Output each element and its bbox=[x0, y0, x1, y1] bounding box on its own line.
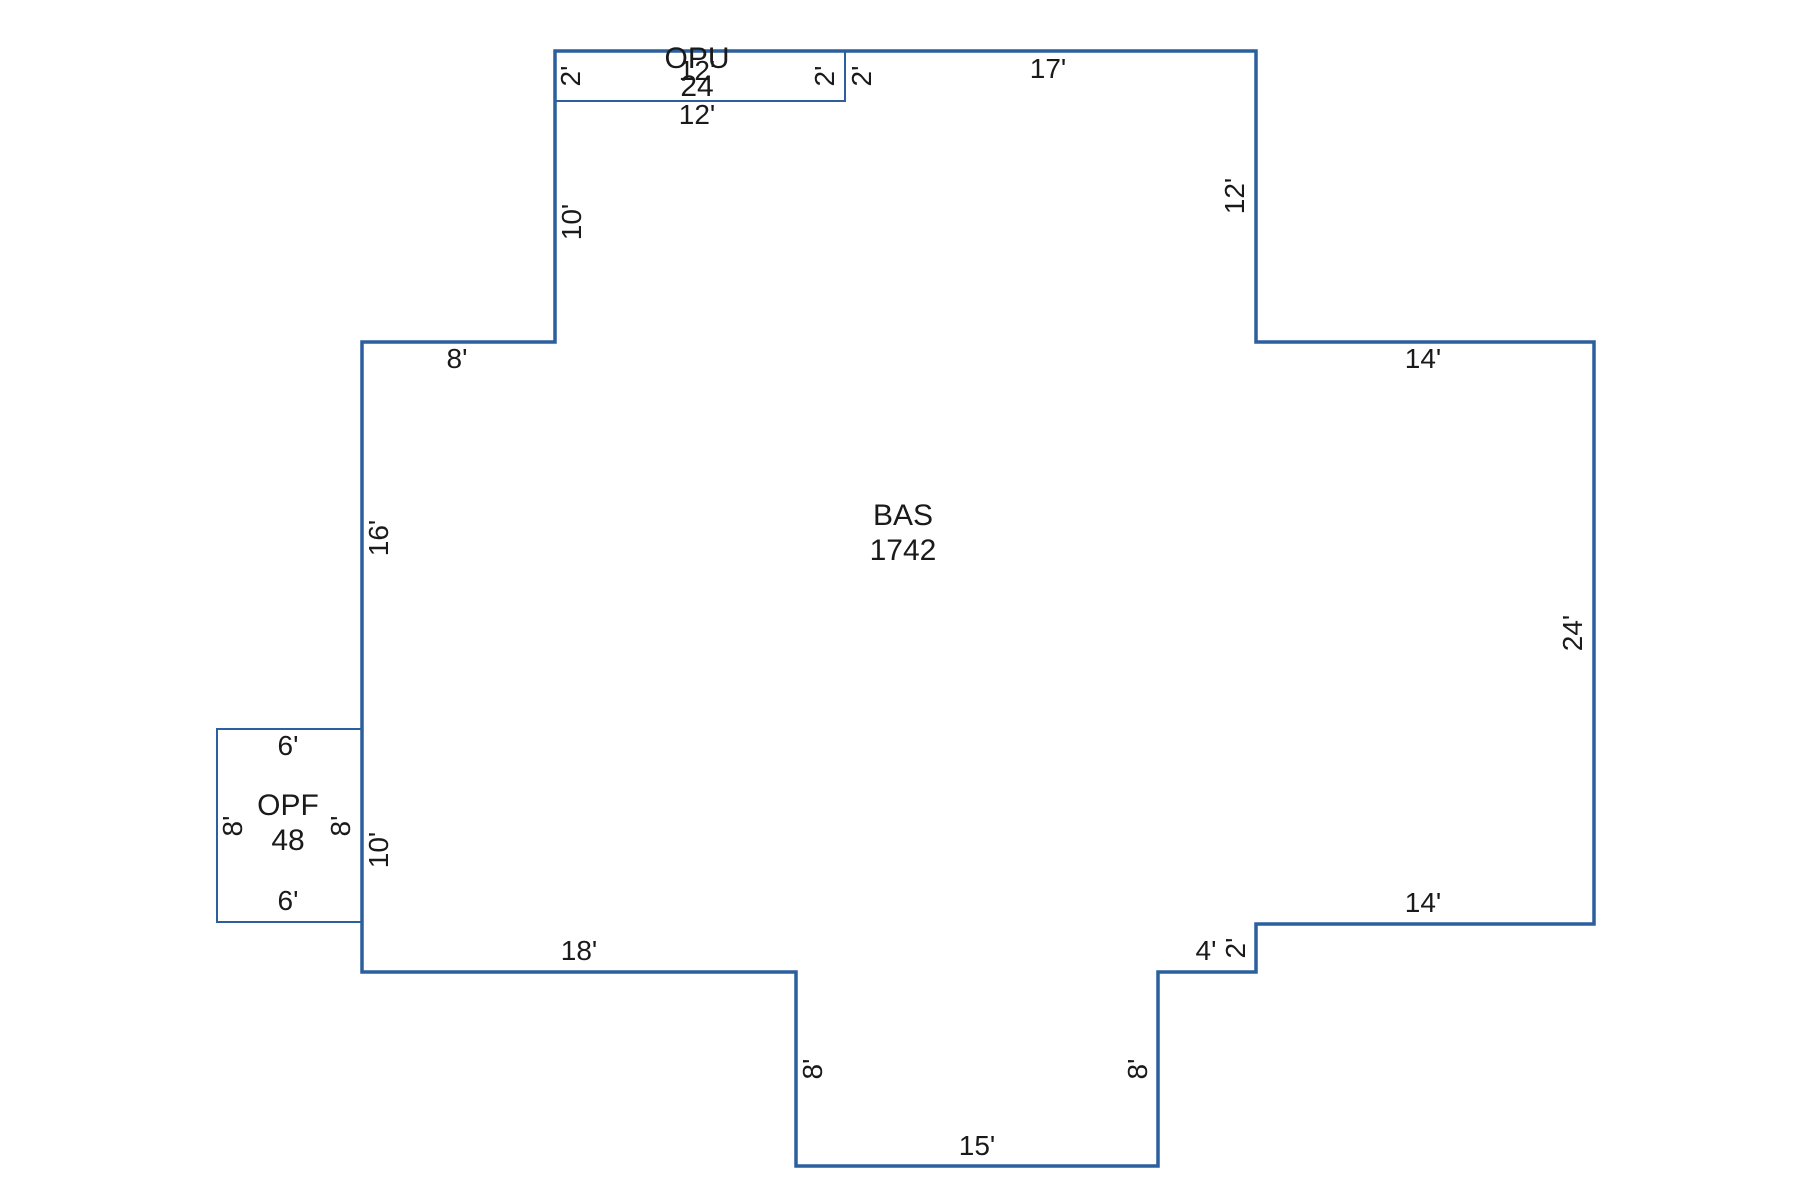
bas-right-step-top-dimension: 14' bbox=[1405, 343, 1442, 374]
bas-area-label: 1742 bbox=[870, 534, 937, 567]
opu-top-dimension: 12' bbox=[679, 55, 716, 86]
bas-notch-vertical-dimension: 2' bbox=[1220, 938, 1251, 959]
bas-bottom-right-vertical-dimension: 8' bbox=[1122, 1059, 1153, 1080]
bas-bottom-left-dimension: 18' bbox=[561, 935, 598, 966]
bas-left-upper-dimension: 16' bbox=[363, 520, 394, 557]
opf-left-dimension: 8' bbox=[217, 816, 248, 837]
bas-code-label: BAS bbox=[873, 499, 933, 532]
bas-left-step-dimension: 8' bbox=[447, 343, 468, 374]
opf-top-dimension: 6' bbox=[278, 730, 299, 761]
opu-right-dimension: 2' bbox=[809, 66, 840, 87]
bas-right-upper-dimension: 12' bbox=[1219, 178, 1250, 215]
bas-left-lower-dimension: 10' bbox=[363, 832, 394, 869]
opf-area-label: 48 bbox=[271, 824, 304, 857]
opu-area-label: 24 bbox=[680, 70, 713, 103]
opf-code-label: OPF bbox=[257, 789, 319, 822]
bas-bottom-left-vertical-dimension: 8' bbox=[797, 1059, 828, 1080]
bas-notch-horizontal-dimension: 4' bbox=[1196, 935, 1217, 966]
opu-left-dimension: 2' bbox=[555, 66, 586, 87]
opu-code-label: OPU bbox=[664, 42, 729, 75]
bas-outline bbox=[360, 49, 1596, 1168]
opu-bottom-dimension: 12' bbox=[679, 99, 716, 130]
bas-top-right-dimension: 17' bbox=[1030, 53, 1067, 84]
bas-bottom-dimension: 15' bbox=[959, 1130, 996, 1161]
bas-right-dimension: 24' bbox=[1557, 615, 1588, 652]
opf-outline bbox=[216, 728, 363, 923]
bas-top-junction-dimension: 2' bbox=[846, 66, 877, 87]
opf-bottom-dimension: 6' bbox=[278, 885, 299, 916]
opu-outline bbox=[554, 50, 846, 102]
opf-right-dimension: 8' bbox=[325, 816, 356, 837]
bas-top-left-vertical-dimension: 10' bbox=[556, 204, 587, 241]
bas-right-step-bottom-dimension: 14' bbox=[1405, 887, 1442, 918]
